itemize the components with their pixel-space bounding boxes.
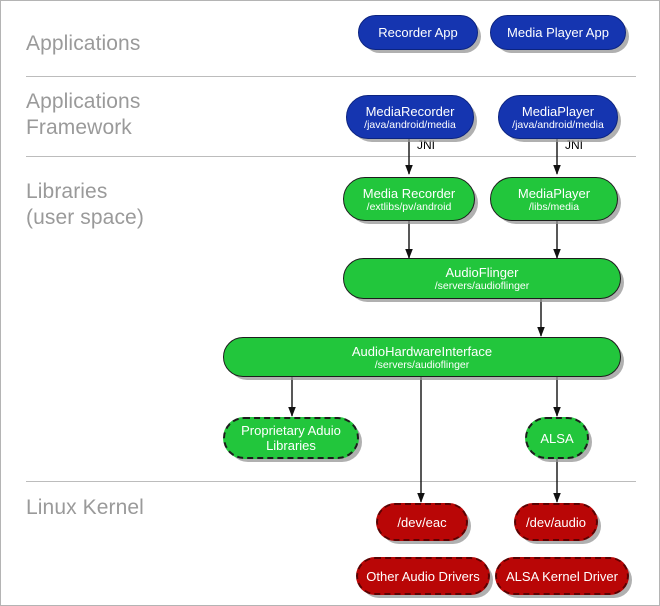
node-media-recorder-library-title: Media Recorder [362,185,456,201]
node-audiohardwareinterface-title: AudioHardwareInterface [351,343,493,359]
divider-kernel [26,481,636,482]
edge-label-jni-left: JNI [417,138,435,152]
node-proprietary-audio-libraries-title: Proprietary Aduio Libraries [241,423,341,453]
node-mediarecorder-framework[interactable]: MediaRecorder /java/android/media [346,95,474,139]
node-mediarecorder-framework-subtitle: /java/android/media [364,118,456,131]
node-dev-audio[interactable]: /dev/audio [514,503,598,541]
node-mediarecorder-framework-title: MediaRecorder [365,103,455,119]
node-media-recorder-library[interactable]: Media Recorder /extlibs/pv/android [343,177,475,221]
node-dev-audio-title: /dev/audio [526,514,586,530]
node-mediaplayer-framework-subtitle: /java/android/media [512,118,604,131]
layer-label-applications: Applications [26,32,141,55]
node-mediaplayer-library-subtitle: /libs/media [528,200,580,213]
node-dev-eac[interactable]: /dev/eac [376,503,468,541]
node-audioflinger[interactable]: AudioFlinger /servers/audioflinger [343,258,621,299]
node-recorder-app[interactable]: Recorder App [358,15,478,50]
node-audiohardwareinterface[interactable]: AudioHardwareInterface /servers/audiofli… [223,337,621,377]
node-other-audio-drivers-title: Other Audio Drivers [366,568,480,584]
node-media-player-app-title: Media Player App [507,25,609,40]
layer-label-applications-framework: Applications Framework [26,90,141,139]
node-media-recorder-library-subtitle: /extlibs/pv/android [366,200,452,213]
layer-label-libraries: Libraries (user space) [26,180,144,229]
node-mediaplayer-library-title: MediaPlayer [517,185,591,201]
node-alsa-kernel-driver[interactable]: ALSA Kernel Driver [495,557,629,595]
node-audiohardwareinterface-subtitle: /servers/audioflinger [374,358,470,371]
layer-label-linux-kernel: Linux Kernel [26,496,144,519]
node-audioflinger-title: AudioFlinger [445,265,519,280]
node-alsa-kernel-driver-title: ALSA Kernel Driver [506,568,618,584]
node-mediaplayer-framework-title: MediaPlayer [521,103,595,119]
divider-applications [26,76,636,77]
node-alsa[interactable]: ALSA [525,417,589,459]
node-media-player-app[interactable]: Media Player App [490,15,626,50]
node-alsa-title: ALSA [540,430,574,446]
node-mediaplayer-library[interactable]: MediaPlayer /libs/media [490,177,618,221]
node-other-audio-drivers[interactable]: Other Audio Drivers [356,557,490,595]
node-dev-eac-title: /dev/eac [397,514,447,530]
node-mediaplayer-framework[interactable]: MediaPlayer /java/android/media [498,95,618,139]
node-recorder-app-title: Recorder App [378,25,458,40]
divider-framework [26,156,636,157]
node-audioflinger-subtitle: /servers/audioflinger [434,280,530,292]
node-proprietary-audio-libraries[interactable]: Proprietary Aduio Libraries [223,417,359,459]
edge-label-jni-right: JNI [565,138,583,152]
